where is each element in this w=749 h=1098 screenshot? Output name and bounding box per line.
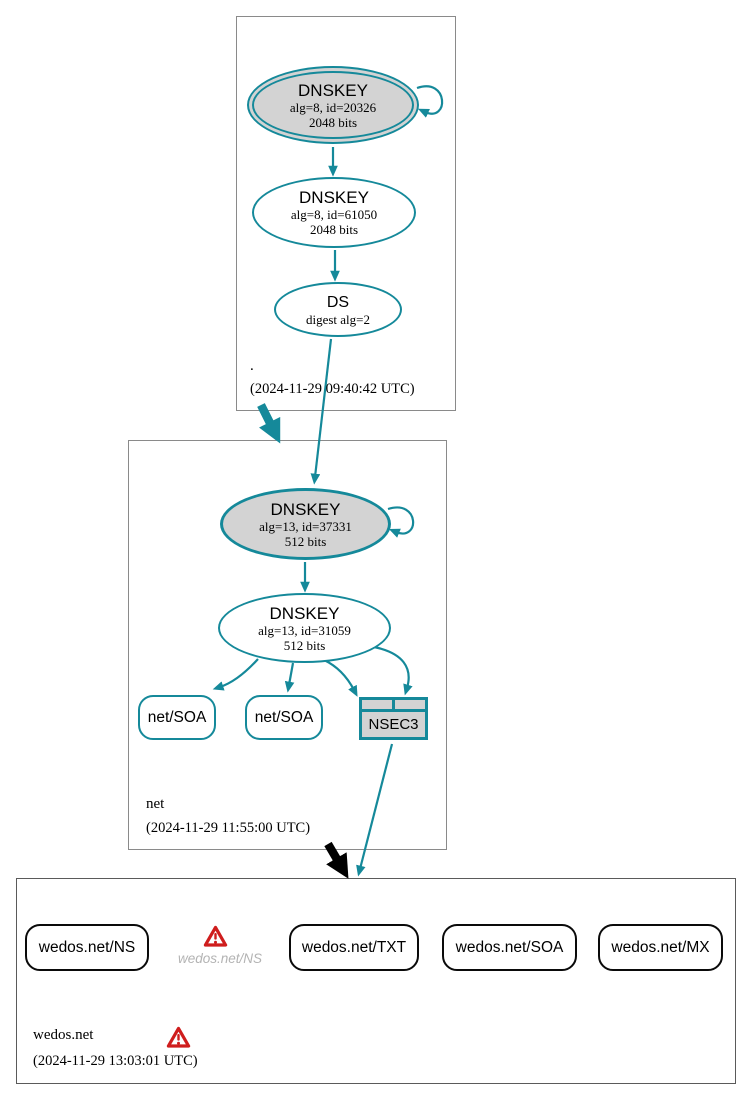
dnskey-node-net-zsk[interactable]: DNSKEY alg=13, id=31059 512 bits [218,593,391,663]
dnskey-alg-id: alg=8, id=20326 [289,99,377,115]
rrset-label: wedos.net/NS [38,938,136,956]
dnskey-node-root-ksk[interactable]: DNSKEY alg=8, id=20326 2048 bits [247,66,419,144]
rrset-label: wedos.net/TXT [301,938,407,956]
rrset-node-net-soa-2[interactable]: net/SOA [245,695,323,740]
zone-timestamp-root: (2024-11-29 09:40:42 UTC) [250,381,415,397]
rrset-node-wedos-mx[interactable]: wedos.net/MX [598,924,723,971]
nsec3-cell-right [394,700,425,709]
rrset-label: wedos.net/MX [611,938,710,956]
nsec3-cell-left [362,700,393,709]
dnskey-bits: 512 bits [283,637,326,653]
warning-triangle-icon [166,1026,191,1048]
dnskey-title: DNSKEY [270,499,341,519]
ds-node-root[interactable]: DS digest alg=2 [274,282,402,337]
dnskey-title: DNSKEY [269,603,340,623]
ds-digest-alg: digest alg=2 [305,311,371,327]
dnskey-bits: 512 bits [284,533,327,549]
rrset-node-net-soa-1[interactable]: net/SOA [138,695,216,740]
nsec3-label: NSEC3 [362,711,425,737]
dnskey-alg-id: alg=13, id=31059 [258,622,351,638]
warning-triangle-icon [203,925,228,947]
rrset-label: net/SOA [254,708,314,726]
rrset-node-wedos-txt[interactable]: wedos.net/TXT [289,924,419,971]
rrset-node-wedos-soa[interactable]: wedos.net/SOA [442,924,577,971]
ds-title: DS [326,293,350,311]
zone-box-net [128,440,447,850]
rrset-label: wedos.net/SOA [455,938,564,956]
dnskey-bits: 2048 bits [308,114,358,130]
dnskey-alg-id: alg=8, id=61050 [290,207,378,222]
zone-box-root [236,16,456,411]
dnskey-bits: 2048 bits [309,222,359,237]
warning-icon-wedos-zone[interactable] [166,1026,191,1049]
dnskey-title: DNSKEY [299,188,369,207]
dnskey-title: DNSKEY [298,80,368,100]
dnskey-node-root-zsk[interactable]: DNSKEY alg=8, id=61050 2048 bits [252,177,416,248]
zone-box-wedos-net [16,878,736,1084]
zone-name-net: net [146,796,165,812]
zone-timestamp-wedos-net: (2024-11-29 13:03:01 UTC) [33,1053,198,1069]
warning-rrset-label: wedos.net/NS [178,951,263,966]
warning-icon-wedos-ns[interactable] [203,925,228,948]
rrset-node-wedos-ns[interactable]: wedos.net/NS [25,924,149,971]
zone-name-root: . [250,358,254,374]
dnskey-node-net-ksk[interactable]: DNSKEY alg=13, id=37331 512 bits [220,488,391,560]
nsec3-node-net[interactable]: NSEC3 [359,697,428,740]
zone-name-wedos-net: wedos.net [33,1027,94,1043]
dnskey-alg-id: alg=13, id=37331 [259,518,352,534]
dnskey-node-root-ksk-inner-ring: DNSKEY alg=8, id=20326 2048 bits [252,71,414,139]
zone-timestamp-net: (2024-11-29 11:55:00 UTC) [146,820,311,836]
rrset-label: net/SOA [147,708,207,726]
